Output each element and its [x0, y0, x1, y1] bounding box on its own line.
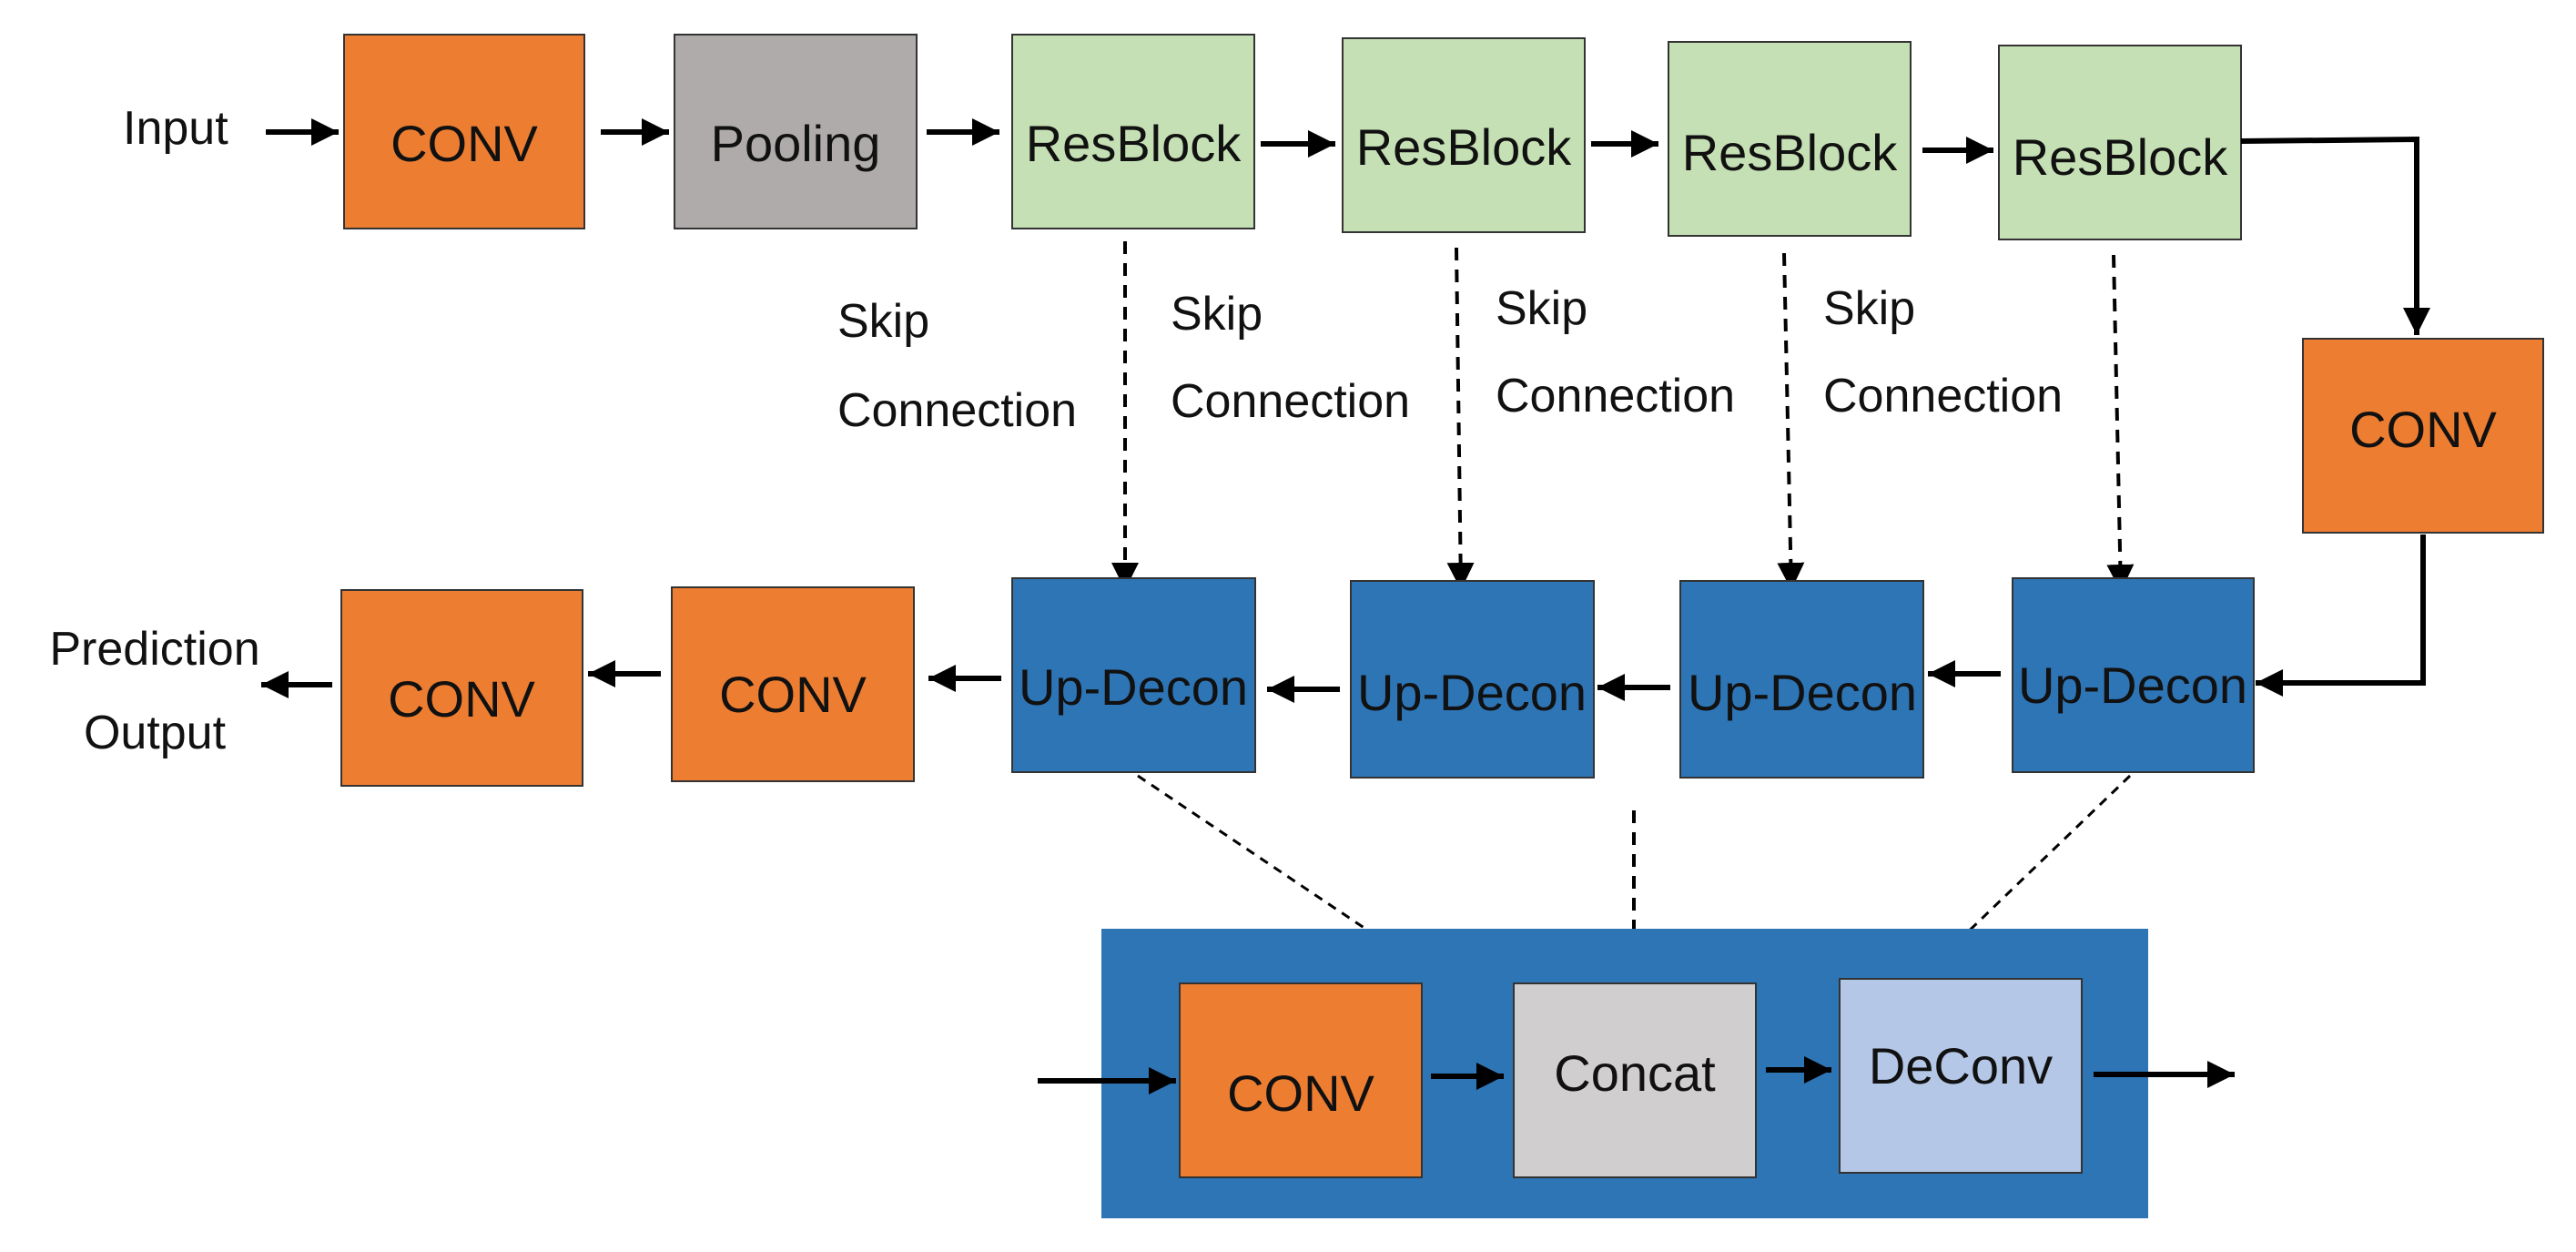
pooling-block: [674, 34, 918, 229]
resblock-1: [1011, 34, 1255, 229]
detail-conv-block: [1179, 982, 1423, 1178]
detail-conv-label: CONV: [1227, 1064, 1374, 1122]
skip-connection-label-4: Skip: [1823, 282, 1915, 335]
input-label: Input: [123, 102, 228, 155]
resblock-2-label: ResBlock: [1356, 118, 1573, 176]
pooling-block-label: Pooling: [711, 115, 881, 172]
up-decon-2-label: Up-Decon: [1357, 664, 1587, 721]
resblock-4: [1998, 45, 2242, 240]
arrow-resblock-to-bottleneck: [2240, 136, 2430, 335]
resblock-1-label: ResBlock: [1026, 115, 1242, 172]
conv-decoder-1: [340, 589, 583, 787]
up-decon-4-label: Up-Decon: [2018, 657, 2247, 714]
skip-connection-label-4b: Connection: [1823, 370, 2063, 422]
skip-connection-label-3b: Connection: [1496, 370, 1735, 422]
skip-connection-label-1: Skip: [837, 295, 929, 348]
resblock-3: [1668, 41, 1912, 237]
skip-arrow-2: [1446, 247, 1475, 591]
skip-arrow-4: [2106, 254, 2135, 593]
detail-deconv-block: [1839, 978, 2083, 1174]
up-decon-2: [1350, 580, 1595, 779]
up-decon-1-label: Up-Decon: [1019, 658, 1248, 716]
up-decon-3: [1679, 580, 1924, 779]
conv-bottleneck-label: CONV: [2349, 401, 2497, 458]
skip-connection-label-3: Skip: [1496, 282, 1587, 335]
skip-connection-label-2: Skip: [1171, 288, 1263, 341]
skip-arrow-3: [1777, 252, 1805, 591]
zoom-line-left: [1137, 774, 1380, 940]
detail-concat-block: [1513, 982, 1757, 1178]
detail-concat-label: Concat: [1554, 1044, 1716, 1102]
skip-connection-label-2b: Connection: [1171, 375, 1410, 428]
prediction-output-label: Prediction: [49, 623, 259, 676]
arrow-bottleneck-to-updecon: [2256, 534, 2426, 697]
conv-decoder-2-label: CONV: [719, 666, 867, 723]
resblock-3-label: ResBlock: [1682, 124, 1899, 181]
up-decon-3-label: Up-Decon: [1688, 664, 1917, 721]
skip-connection-label-1b: Connection: [837, 384, 1077, 437]
up-decon-1: [1011, 577, 1256, 773]
conv-block-1: [343, 34, 585, 229]
detail-deconv-label: DeConv: [1869, 1037, 2053, 1094]
conv-decoder-2: [671, 586, 915, 782]
prediction-output-label-b: Output: [84, 707, 227, 759]
up-decon-4: [2012, 577, 2255, 773]
resblock-4-label: ResBlock: [2013, 128, 2229, 186]
zoom-line-right: [1955, 774, 2132, 944]
conv-bottleneck: [2302, 338, 2544, 534]
conv-block-1-label: CONV: [390, 115, 538, 172]
conv-decoder-1-label: CONV: [388, 670, 535, 728]
resblock-2: [1342, 37, 1586, 233]
